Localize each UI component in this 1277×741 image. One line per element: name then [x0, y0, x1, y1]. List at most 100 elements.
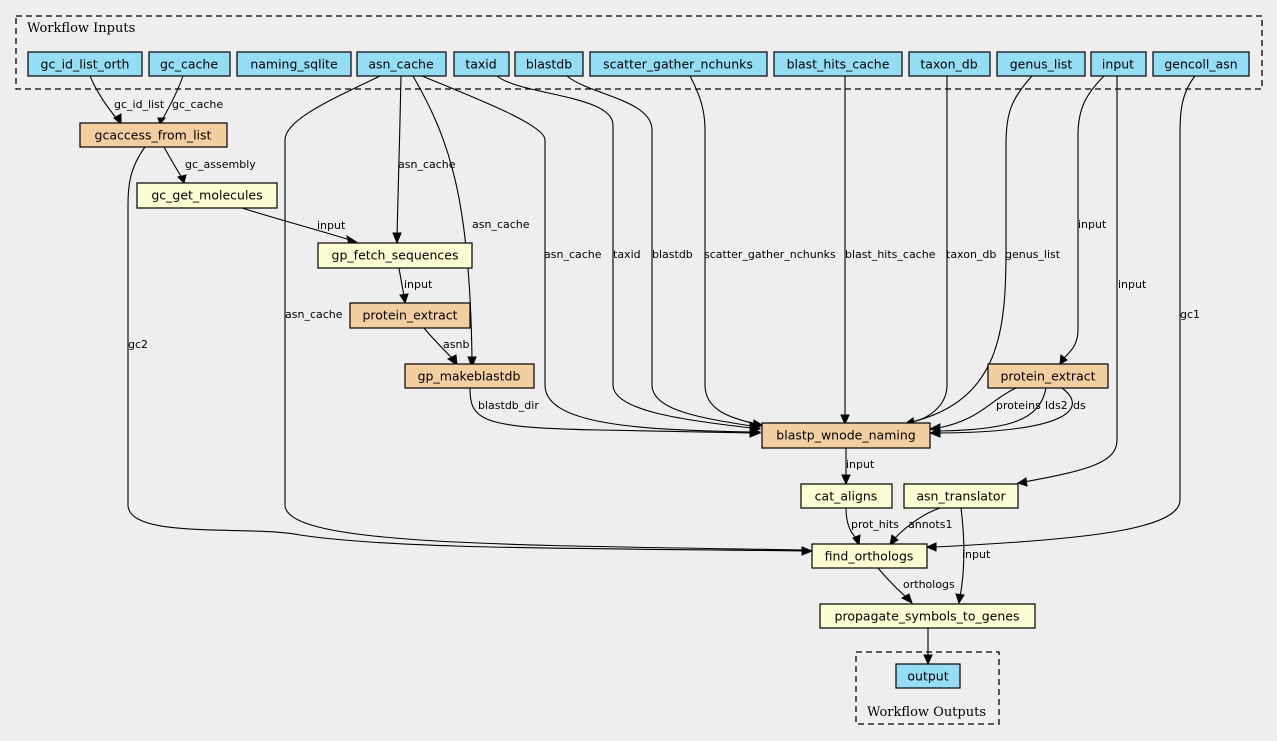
edge-label-ds: ds	[1073, 399, 1086, 412]
node-label: gc_cache	[160, 57, 218, 72]
edge-label-input-fetch-extract: input	[404, 278, 433, 291]
edge-scatter-blastp: scatter_gather_nchunks	[689, 75, 836, 429]
node-label: genus_list	[1010, 57, 1073, 72]
node-label: blastdb	[526, 57, 572, 72]
edge-label-lds2: lds2	[1045, 399, 1068, 412]
edge-label-input-blastp-cat: input	[846, 458, 875, 471]
step-node-gc-get-molecules[interactable]: gc_get_molecules	[136, 182, 278, 209]
node-label: blastp_wnode_naming	[776, 428, 915, 443]
edge-lds2: lds2	[937, 387, 1068, 432]
edge-gc2: gc2	[127, 146, 814, 556]
node-label: asn_translator	[916, 489, 1006, 504]
edge-prot-hits: prot_hits	[845, 507, 899, 547]
step-node-gp-fetch-sequences[interactable]: gp_fetch_sequences	[317, 242, 473, 269]
node-label: asn_cache	[368, 57, 434, 72]
input-node-gc-cache[interactable]: gc_cache	[148, 51, 231, 77]
edge-label-asnb: asnb	[443, 338, 469, 351]
step-node-protein-extract-1[interactable]: protein_extract	[349, 302, 471, 329]
step-node-find-orthologs[interactable]: find_orthologs	[811, 543, 928, 569]
node-label: scatter_gather_nchunks	[603, 57, 753, 72]
edge-label-asn-cache-fetch: asn_cache	[398, 158, 456, 171]
input-node-gencoll-asn[interactable]: gencoll_asn	[1152, 51, 1250, 77]
step-node-asn-translator[interactable]: asn_translator	[903, 483, 1019, 509]
edge-annots1: annots1	[889, 507, 952, 547]
edge-blastdb-dir: blastdb_dir	[469, 387, 762, 438]
node-label: protein_extract	[362, 308, 457, 323]
edge-label-annots1: annots1	[908, 518, 952, 531]
edge-label-gc2: gc2	[128, 338, 148, 351]
edge-ds: ds	[928, 387, 1086, 438]
node-label: output	[907, 669, 948, 684]
edge-label-gc-assembly: gc_assembly	[185, 158, 256, 171]
edge-label-asn-cache-find: asn_cache	[285, 308, 343, 321]
step-node-cat-aligns[interactable]: cat_aligns	[800, 483, 893, 509]
nodes: gc_id_list_orth gc_cache naming_sqlite a…	[27, 51, 1250, 689]
input-node-blastdb[interactable]: blastdb	[514, 51, 584, 77]
node-label: gencoll_asn	[1164, 57, 1237, 72]
workflow-outputs-label: Workflow Outputs	[867, 705, 986, 720]
edge-label-proteins: proteins	[996, 399, 1041, 412]
edge-label-blast-hits-cache-blastp: blast_hits_cache	[845, 248, 936, 261]
input-node-input[interactable]: input	[1090, 51, 1147, 77]
edge-gc-assembly: gc_assembly	[163, 146, 256, 184]
edge-label-scatter-blastp: scatter_gather_nchunks	[704, 248, 836, 261]
node-label: taxon_db	[920, 57, 977, 72]
node-label: taxid	[465, 57, 496, 72]
node-label: blast_hits_cache	[787, 57, 890, 72]
input-node-blast-hits-cache[interactable]: blast_hits_cache	[773, 51, 903, 77]
workflow-inputs-label: Workflow Inputs	[27, 21, 135, 36]
edge-label-genus-list-blastp: genus_list	[1005, 248, 1061, 261]
input-node-genus-list[interactable]: genus_list	[996, 51, 1086, 77]
edge-gc-id-list: gc_id_list	[89, 75, 165, 126]
input-node-gc-id-list-orth[interactable]: gc_id_list_orth	[27, 51, 143, 77]
edge-label-asn-cache-blastp: asn_cache	[544, 248, 602, 261]
edge-label-blastdb-dir: blastdb_dir	[478, 399, 539, 412]
node-label: protein_extract	[1000, 369, 1095, 384]
edge-orthologs: orthologs	[877, 567, 955, 604]
edge-translator-propagate: input	[955, 507, 991, 605]
step-node-gp-makeblastdb[interactable]: gp_makeblastdb	[404, 363, 535, 389]
edge-asn-cache-fetch: asn_cache	[392, 75, 456, 245]
output-node-output[interactable]: output	[895, 663, 961, 689]
edge-blast-hits-cache-blastp: blast_hits_cache	[840, 76, 936, 426]
edge-label-prot-hits: prot_hits	[851, 518, 899, 531]
input-node-scatter-gather-nchunks[interactable]: scatter_gather_nchunks	[589, 51, 768, 77]
edge-label-orthologs: orthologs	[903, 578, 955, 591]
node-label: gp_makeblastdb	[418, 369, 521, 384]
input-node-naming-sqlite[interactable]: naming_sqlite	[236, 51, 352, 77]
edge-label-gc1: gc1	[1180, 308, 1200, 321]
edge-genus-list-blastp: genus_list	[903, 75, 1061, 428]
edge-input-extract: input	[1059, 75, 1107, 365]
edge-label-gc-id-list: gc_id_list	[114, 98, 165, 111]
input-node-asn-cache[interactable]: asn_cache	[356, 51, 447, 77]
edge-propagate-output	[923, 628, 933, 666]
step-node-gcaccess-from-list[interactable]: gcaccess_from_list	[79, 122, 228, 148]
edge-label-blastdb-blastp: blastdb	[652, 248, 693, 261]
input-node-taxon-db[interactable]: taxon_db	[908, 51, 991, 77]
edge-input-translator: input	[1016, 76, 1147, 487]
edge-label-input-translator-propagate: input	[962, 548, 991, 561]
node-label: gcaccess_from_list	[95, 128, 212, 143]
edge-asn-cache-find: asn_cache	[284, 75, 805, 551]
node-label: gp_fetch_sequences	[332, 248, 459, 263]
edge-proteins: proteins	[928, 387, 1041, 433]
workflow-inputs-cluster: Workflow Inputs	[15, 15, 1263, 90]
node-label: propagate_symbols_to_genes	[835, 609, 1020, 624]
step-node-protein-extract-2[interactable]: protein_extract	[987, 363, 1109, 389]
edge-label-taxid-blastp: taxid	[613, 248, 641, 261]
edge-gc1: gc1	[925, 75, 1200, 552]
node-label: gc_id_list_orth	[41, 57, 130, 72]
step-node-propagate-symbols-to-genes[interactable]: propagate_symbols_to_genes	[819, 603, 1036, 629]
edge-label-input-input-extract: input	[1078, 218, 1107, 231]
edge-label-input-gcget-fetch: input	[317, 219, 346, 232]
node-label: naming_sqlite	[250, 57, 338, 72]
node-label: input	[1102, 57, 1134, 72]
edge-gcget-fetch: input	[241, 207, 360, 246]
step-node-blastp-wnode-naming[interactable]: blastp_wnode_naming	[761, 422, 931, 449]
input-node-taxid[interactable]: taxid	[453, 51, 510, 77]
node-label: gc_get_molecules	[151, 188, 262, 203]
node-label: cat_aligns	[815, 489, 878, 504]
edge-label-taxon-db-blastp: taxon_db	[946, 248, 996, 261]
edge-label-gc-cache: gc_cache	[172, 98, 223, 111]
